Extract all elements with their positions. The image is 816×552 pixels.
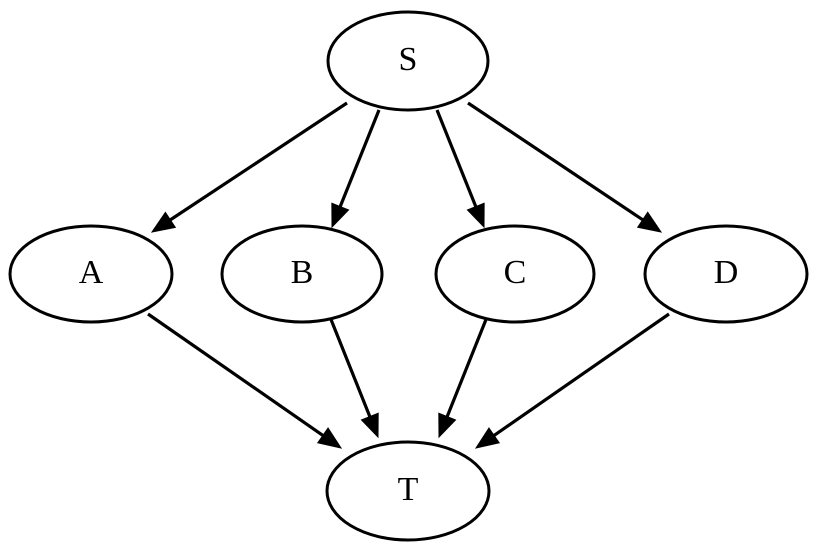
edge-d-t [474, 312, 670, 449]
edge-line [444, 316, 489, 420]
node-shape[interactable] [220, 224, 384, 324]
edge-line [166, 101, 348, 223]
edge-c-t [438, 316, 489, 439]
arrowhead-icon [474, 427, 501, 449]
node-shape[interactable] [326, 10, 490, 112]
edge-line [147, 312, 327, 439]
node-b[interactable]: B [220, 224, 384, 324]
node-t[interactable]: T [325, 440, 491, 542]
edge-line [467, 101, 647, 223]
node-shape[interactable] [325, 440, 491, 542]
arrowhead-icon [466, 202, 485, 229]
arrowhead-icon [331, 202, 350, 229]
edge-b-t [328, 316, 379, 439]
edge-s-d [467, 101, 663, 233]
arrowhead-icon [150, 211, 177, 233]
edge-a-t [147, 312, 343, 449]
node-d[interactable]: D [643, 224, 809, 324]
edge-s-a [150, 101, 348, 233]
edge-s-b [331, 109, 381, 229]
edges-layer [147, 101, 670, 449]
arrowhead-icon [438, 412, 457, 439]
node-s[interactable]: S [326, 10, 490, 112]
node-shape[interactable] [434, 224, 596, 324]
edge-line [435, 109, 479, 210]
edge-line [490, 312, 670, 439]
node-shape[interactable] [8, 224, 174, 324]
node-c[interactable]: C [434, 224, 596, 324]
arrowhead-icon [360, 412, 379, 439]
edge-line [328, 316, 373, 420]
arrowhead-icon [316, 427, 343, 449]
arrowhead-icon [636, 211, 663, 233]
edge-s-c [435, 109, 485, 229]
edge-line [337, 109, 381, 210]
node-a[interactable]: A [8, 224, 174, 324]
node-shape[interactable] [643, 224, 809, 324]
